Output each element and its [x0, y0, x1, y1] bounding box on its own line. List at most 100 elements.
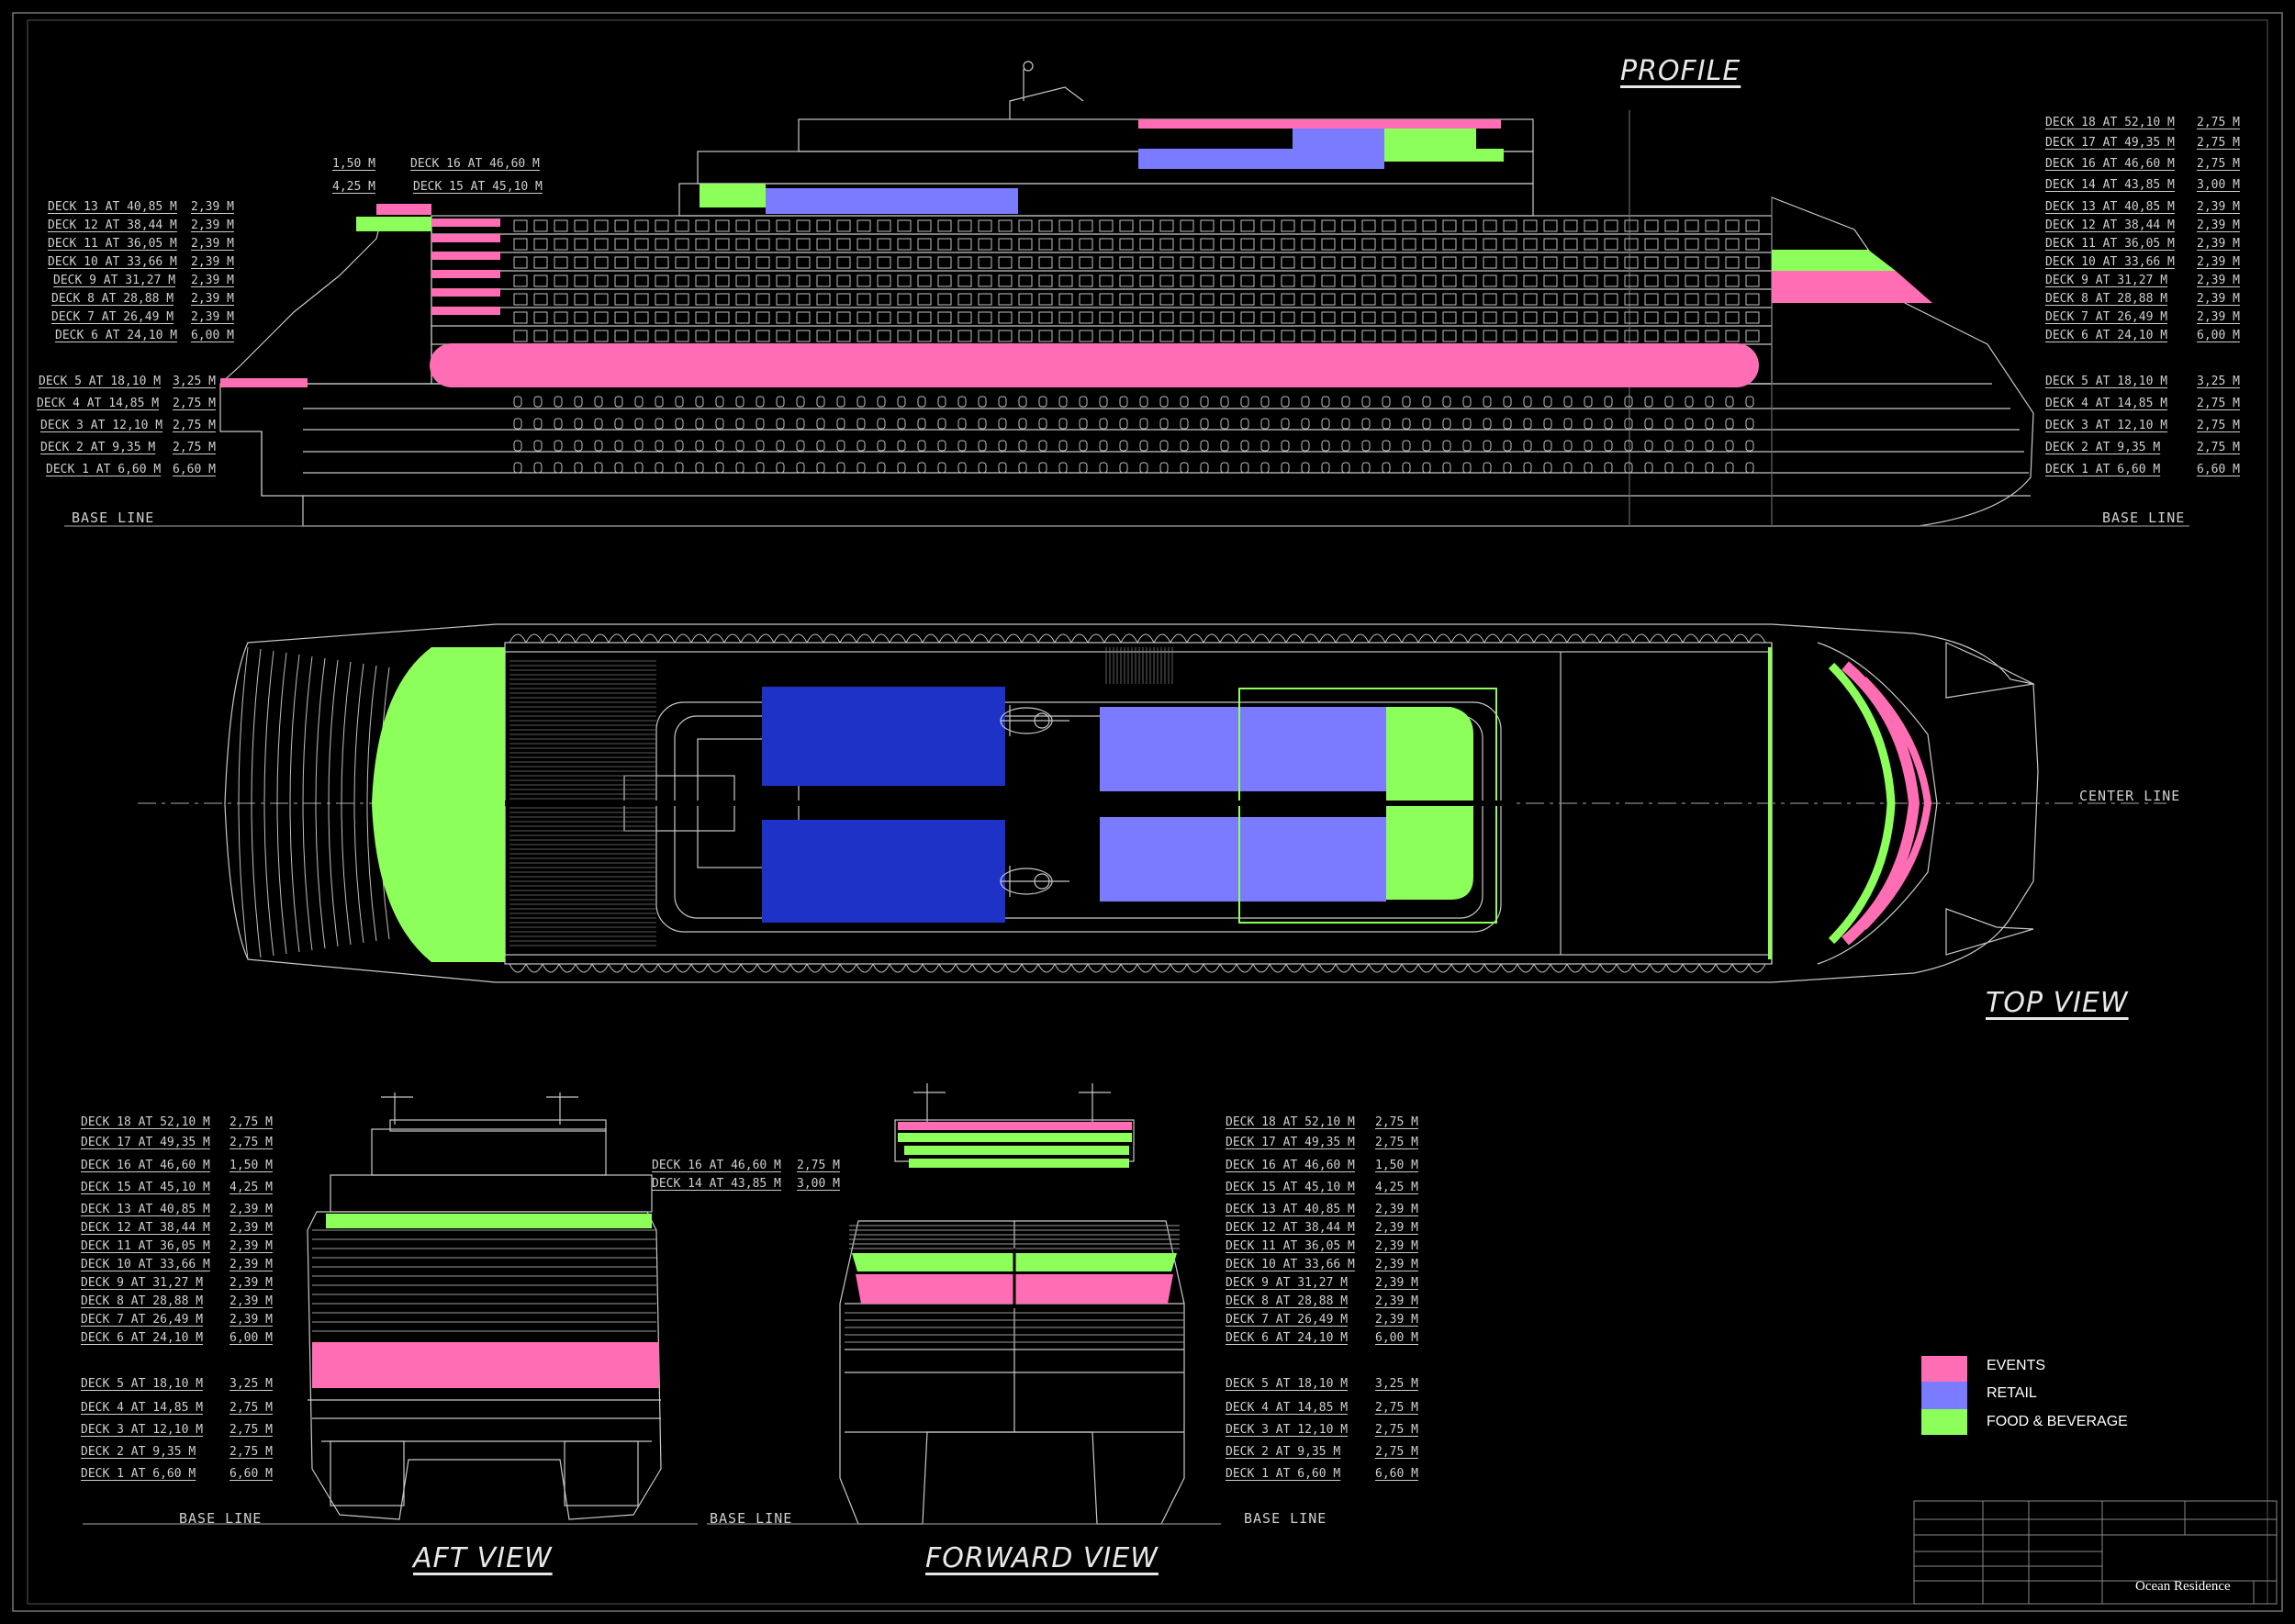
cabin-window: [917, 274, 932, 287]
profile-left-deck-label: DECK 2 AT 9,35 M: [40, 441, 156, 454]
cabin-window: [937, 238, 952, 251]
cabin-window: [1462, 330, 1477, 342]
porthole: [1422, 462, 1431, 474]
porthole: [1058, 418, 1068, 430]
porthole: [594, 418, 603, 430]
porthole: [1220, 396, 1229, 408]
cabin-window: [1382, 238, 1396, 251]
porthole: [1180, 462, 1189, 474]
cabin-window: [695, 238, 710, 251]
cabin-window: [1685, 238, 1699, 251]
porthole: [1099, 418, 1108, 430]
balcony-scallop: [1450, 963, 1469, 973]
balcony-scallop: [1682, 963, 1700, 973]
cabin-window: [897, 219, 912, 232]
porthole: [1119, 462, 1128, 474]
cabin-window: [978, 219, 992, 232]
cabin-window: [1563, 238, 1578, 251]
cabin-window: [1018, 330, 1033, 342]
porthole: [1462, 418, 1472, 430]
porthole: [1382, 396, 1391, 408]
cabin-window: [1503, 274, 1517, 287]
balcony-scallop: [856, 633, 874, 644]
forward-deck-label: DECK 11 AT 36,05 M: [1226, 1239, 1355, 1253]
cabin-window: [594, 311, 609, 324]
cabin-window: [1260, 293, 1275, 306]
cabin-window: [1745, 293, 1760, 306]
balcony-scallop: [542, 963, 560, 973]
cabin-window: [1200, 238, 1215, 251]
aft-deck-height: 6,60 M: [230, 1467, 273, 1481]
profile-events-aft-stack-6: [431, 307, 500, 315]
cabin-window: [1563, 311, 1578, 324]
middle-deck-16-label: DECK 16 AT 46,60 M: [652, 1159, 781, 1172]
cabin-window: [1281, 238, 1295, 251]
porthole: [1685, 440, 1694, 452]
balcony-scallop: [1665, 633, 1684, 644]
porthole: [897, 418, 906, 430]
profile-fb-deck-15: [700, 184, 766, 207]
balcony-scallop: [1236, 963, 1254, 973]
legend-swatch-retail: [1921, 1382, 1967, 1409]
cabin-window: [978, 238, 992, 251]
cabin-window: [1624, 311, 1639, 324]
balcony-scallop: [1682, 633, 1700, 644]
balcony-scallop: [608, 633, 626, 644]
forward-deck-label: DECK 2 AT 9,35 M: [1226, 1445, 1341, 1459]
porthole: [634, 396, 644, 408]
balcony-scallop: [1401, 633, 1419, 644]
profile-left-deck-label: DECK 7 AT 26,49 M: [51, 310, 174, 324]
cabin-window: [1563, 219, 1578, 232]
profile-left-deck-height: 2,39 M: [191, 255, 234, 269]
porthole: [1321, 462, 1330, 474]
cabin-window: [856, 238, 871, 251]
balcony-scallop: [1616, 633, 1634, 644]
cabin-window: [1058, 219, 1073, 232]
balcony-scallop: [1252, 633, 1271, 644]
cabin-window: [1341, 238, 1356, 251]
cabin-window: [1079, 293, 1093, 306]
cabin-window: [1018, 219, 1033, 232]
balcony-scallop: [922, 963, 940, 973]
porthole: [675, 462, 684, 474]
profile-baseline-label-left: BASE LINE: [72, 510, 155, 526]
cabin-window: [978, 311, 992, 324]
porthole: [1361, 440, 1371, 452]
profile-left-deck-height: 2,75 M: [173, 397, 216, 410]
profile-left-deck-label: DECK 13 AT 40,85 M: [48, 200, 177, 214]
porthole: [1281, 462, 1290, 474]
cabin-window: [634, 330, 649, 342]
cabin-window: [1543, 219, 1558, 232]
cabin-window: [1321, 293, 1336, 306]
cabin-window: [675, 330, 689, 342]
forward-deck-label: DECK 9 AT 31,27 M: [1226, 1276, 1349, 1290]
porthole: [1644, 418, 1653, 430]
porthole: [978, 462, 987, 474]
cabin-window: [695, 274, 710, 287]
cabin-window: [776, 311, 790, 324]
profile-right-deck-height: 2,39 M: [2197, 255, 2240, 269]
cabin-window: [735, 274, 750, 287]
balcony-scallop: [509, 633, 527, 644]
cabin-window: [594, 330, 609, 342]
cabin-window: [1058, 274, 1073, 287]
porthole: [776, 462, 785, 474]
balcony-scallop: [1483, 633, 1502, 644]
cabin-window: [776, 330, 790, 342]
cabin-window: [1361, 330, 1376, 342]
cabin-window: [634, 274, 649, 287]
porthole: [1018, 418, 1027, 430]
cabin-window: [856, 256, 871, 269]
balcony-scallop: [509, 963, 527, 973]
cabin-window: [877, 311, 891, 324]
cabin-window: [1664, 274, 1679, 287]
cabin-window: [1523, 274, 1538, 287]
aft-deck-height: 2,75 M: [230, 1136, 273, 1149]
aft-deck-height: 2,39 M: [230, 1294, 273, 1308]
cabin-window: [978, 256, 992, 269]
cabin-window: [1584, 219, 1598, 232]
porthole: [574, 440, 583, 452]
porthole: [1442, 440, 1451, 452]
cabin-window: [1260, 256, 1275, 269]
cabin-window: [1200, 311, 1215, 324]
